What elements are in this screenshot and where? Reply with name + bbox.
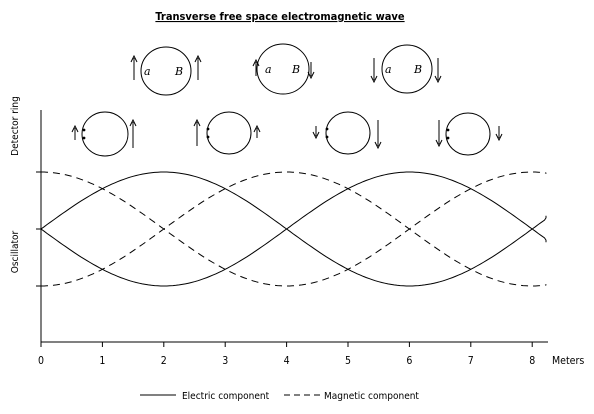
ring-magnetic-symbol: B [174,65,183,78]
ring-ellipse [140,46,192,96]
ring-ellipse [206,111,252,155]
arrowhead [252,58,260,67]
x-tick-label: 3 [222,355,228,367]
ring-ellipse [381,44,433,94]
legend-electric-label: Electric component [182,391,270,402]
arrowhead [194,54,202,63]
dot-icon [325,127,329,131]
arrowhead [130,54,138,63]
arrowhead [193,118,201,127]
magnetic-wave-curve [41,171,547,287]
detector-ring: a B [252,43,315,95]
ring-ellipse [256,43,310,95]
oscillator-ring [71,111,137,157]
wave-curves [40,171,547,287]
arrowhead [435,139,443,148]
dot-icon [82,128,86,132]
x-axis-ticks: 0 1 2 3 4 5 6 7 8 [38,342,535,367]
detector-ring-row-bottom [71,111,503,157]
x-tick-label: 4 [284,355,290,367]
arrowhead [307,71,315,80]
detector-ring: a B [130,46,202,96]
arrowhead [434,75,442,84]
ring-electric-symbol: a [385,63,392,76]
dot-icon [446,128,450,132]
ring-electric-symbol: a [265,63,272,76]
x-tick-label: 1 [99,355,105,367]
magnetic-wave-curve [41,171,547,287]
x-tick-label: 0 [38,355,44,367]
electric-wave-curve [40,171,547,287]
dot-icon [206,135,210,139]
legend: Electric component Magnetic component [140,391,419,402]
ring-ellipse [445,112,491,156]
dot-icon [82,136,86,140]
dot-icon [325,135,329,139]
ring-ellipse [325,111,371,155]
dot-icon [446,136,450,140]
ring-electric-symbol: a [144,65,151,78]
diagram-title: Transverse free space electromagnetic wa… [155,10,404,23]
arrowhead [374,141,382,150]
oscillator-ring [312,111,382,155]
x-tick-label: 8 [529,355,535,367]
ring-magnetic-symbol: B [291,63,300,76]
arrowhead [129,118,137,127]
electric-wave-curve [40,171,547,287]
oscillator-label: Oscillator [10,230,21,273]
arrowhead [495,133,503,142]
arrowhead [253,124,261,133]
oscillator-ring [193,111,261,155]
detector-ring-row-top: a B a B a B [130,43,442,96]
detector-ring-label: Detector ring [10,96,21,156]
x-tick-label: 2 [161,355,167,367]
x-axis-unit-label: Meters [552,355,584,367]
detector-ring: a B [370,44,442,94]
arrowhead [71,124,79,133]
x-tick-label: 5 [345,355,351,367]
ring-ellipse [81,111,129,157]
legend-magnetic-label: Magnetic component [324,391,419,402]
ring-magnetic-symbol: B [413,63,422,76]
arrowhead [312,131,320,140]
arrowhead [370,75,378,84]
x-tick-label: 6 [406,355,412,367]
oscillator-ring [435,112,503,156]
x-tick-label: 7 [468,355,474,367]
dot-icon [206,127,210,131]
